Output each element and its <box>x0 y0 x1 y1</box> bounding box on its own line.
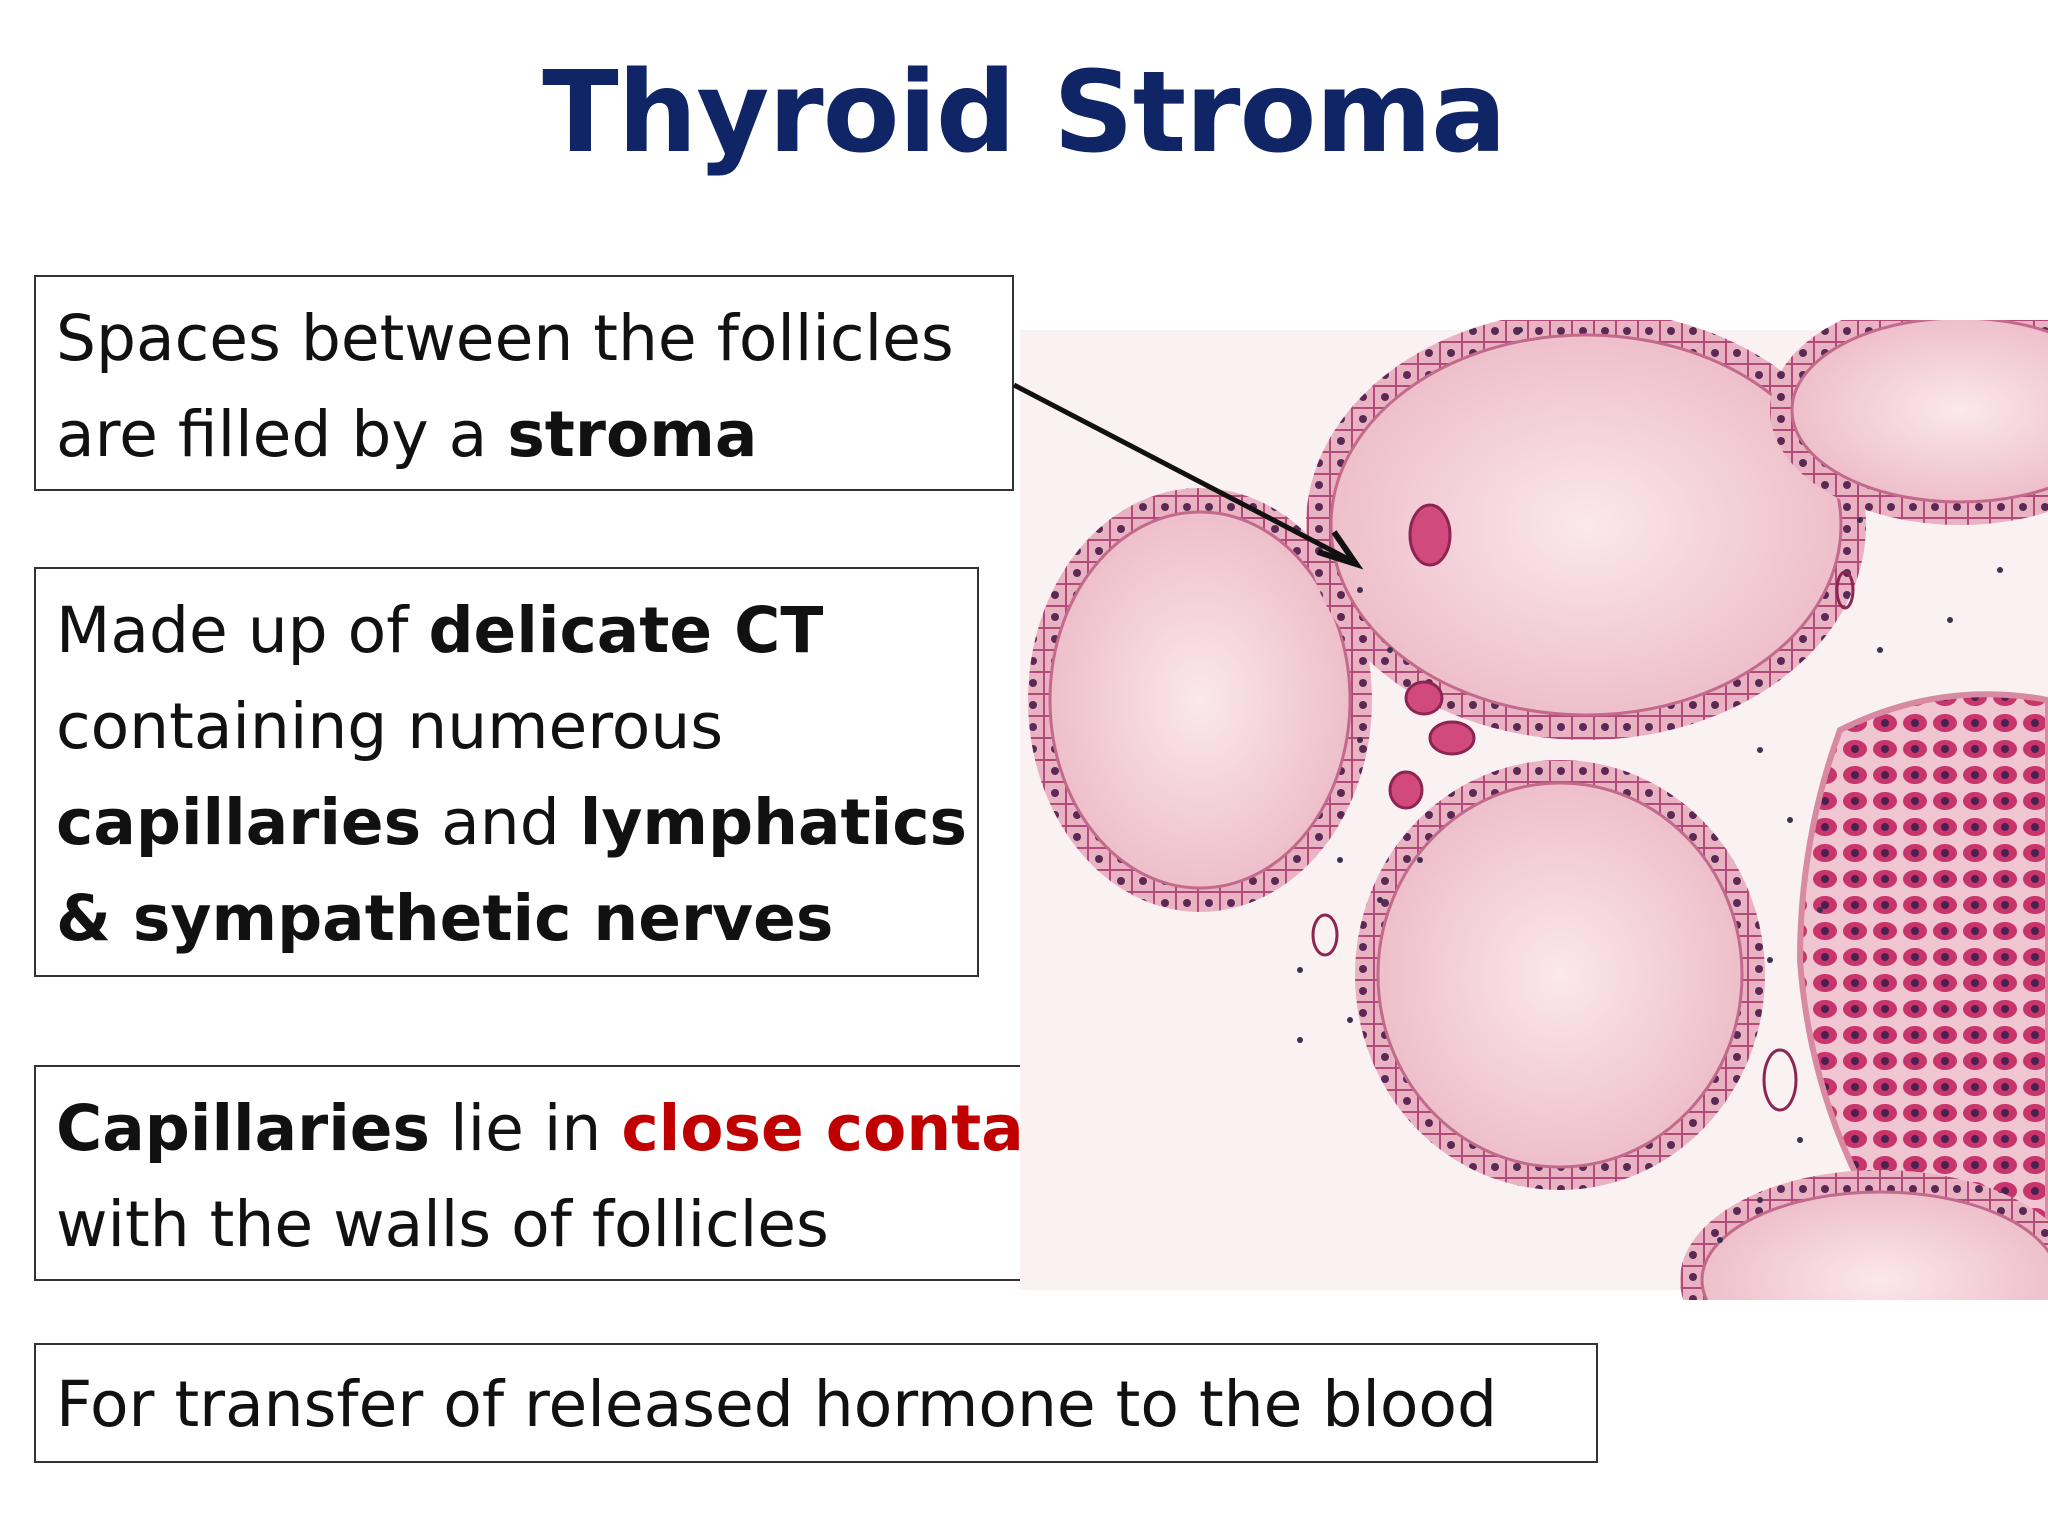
box1-line2-text: are filled by a <box>56 398 508 471</box>
box2-line3: capillaries and lymphatics <box>56 775 967 871</box>
stroma-definition-box: Spaces between the follicles are filled … <box>34 275 1014 491</box>
box2-line4: & sympathetic nerves <box>56 871 957 967</box>
thyroid-histology-image <box>1020 320 2048 1300</box>
sympathetic-nerves-term: & sympathetic nerves <box>56 882 834 955</box>
box1-line2: are filled by a stroma <box>56 387 992 483</box>
follicle-bottom-center <box>1355 760 1765 1190</box>
hormone-transfer-box: For transfer of released hormone to the … <box>34 1343 1598 1463</box>
box1-line1: Spaces between the follicles <box>56 302 954 375</box>
box2-line2: containing numerous <box>56 690 724 763</box>
lymphatics-term: lymphatics <box>579 786 968 859</box>
box2-line1: Made up of delicate CT <box>56 583 957 679</box>
box3-line1: Capillaries lie in close contact <box>56 1081 1147 1177</box>
follicle-top-center <box>1306 320 1866 740</box>
box3-line2: with the walls of follicles <box>56 1188 829 1261</box>
box2-line1-text: Made up of <box>56 594 429 667</box>
capillaries-heading: Capillaries <box>56 1092 431 1165</box>
and-text: and <box>421 786 580 859</box>
capillaries-term: capillaries <box>56 786 422 859</box>
stroma-composition-box: Made up of delicate CT containing numero… <box>34 567 979 977</box>
stroma-term: stroma <box>507 398 758 471</box>
capillaries <box>1311 503 1855 1112</box>
dense-tissue-region <box>1796 691 2048 1284</box>
stroma-nuclei <box>1297 327 2003 1243</box>
follicle-bottom-right <box>1680 1170 2048 1300</box>
lie-in-text: lie in <box>430 1092 622 1165</box>
follicle-top-right <box>1770 320 2048 525</box>
box4-text: For transfer of released hormone to the … <box>56 1368 1497 1441</box>
slide-title: Thyroid Stroma <box>542 48 1507 178</box>
capillaries-contact-box: Capillaries lie in close contact with th… <box>34 1065 1169 1281</box>
follicle-left <box>1028 488 1372 912</box>
delicate-ct-term: delicate CT <box>428 594 824 667</box>
close-contact-term: close contact <box>621 1092 1092 1165</box>
